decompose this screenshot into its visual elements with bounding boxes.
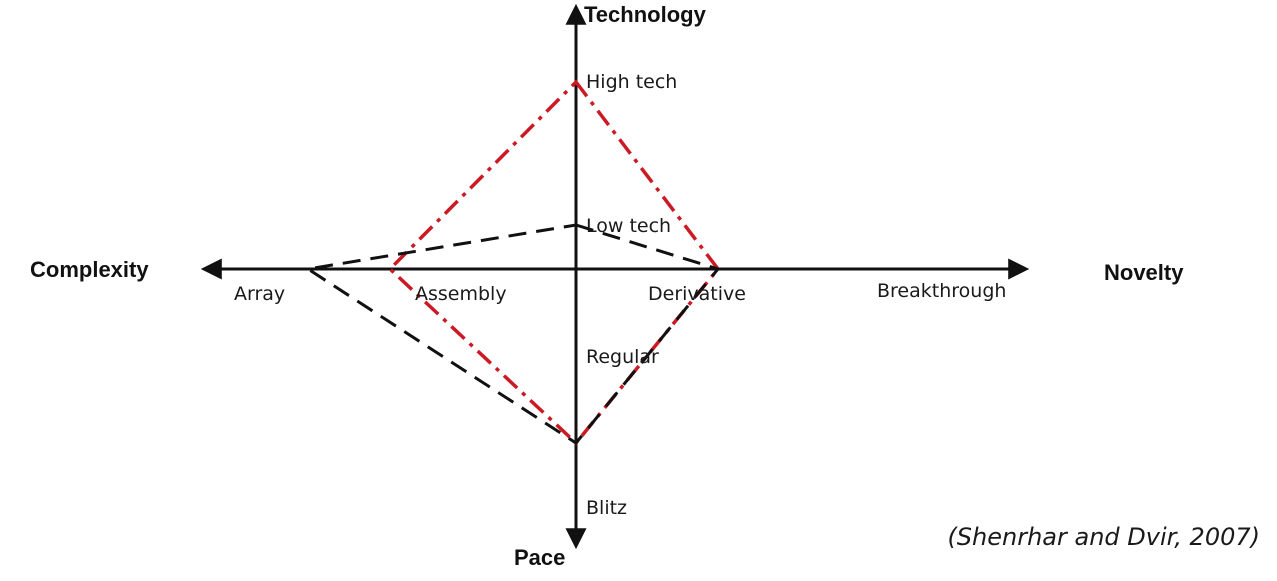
level-label-breakthrough: Breakthrough xyxy=(877,280,1006,302)
level-label-derivative: Derivative xyxy=(648,283,746,305)
level-label-assembly: Assembly xyxy=(415,283,507,305)
level-label-high-tech: High tech xyxy=(586,71,677,93)
level-label-low-tech: Low tech xyxy=(586,215,671,237)
citation: (Shenrhar and Dvir, 2007) xyxy=(947,523,1260,551)
axis-title-technology: Technology xyxy=(584,2,707,27)
axis-title-novelty: Novelty xyxy=(1104,260,1184,285)
profile-outline-red xyxy=(387,79,721,446)
level-label-blitz: Blitz xyxy=(586,497,627,519)
axis-title-pace: Pace xyxy=(514,545,565,570)
axis-title-complexity: Complexity xyxy=(30,257,149,282)
level-label-regular: Regular xyxy=(586,346,659,368)
level-label-array: Array xyxy=(234,283,285,305)
profile-outline-black xyxy=(303,223,721,445)
